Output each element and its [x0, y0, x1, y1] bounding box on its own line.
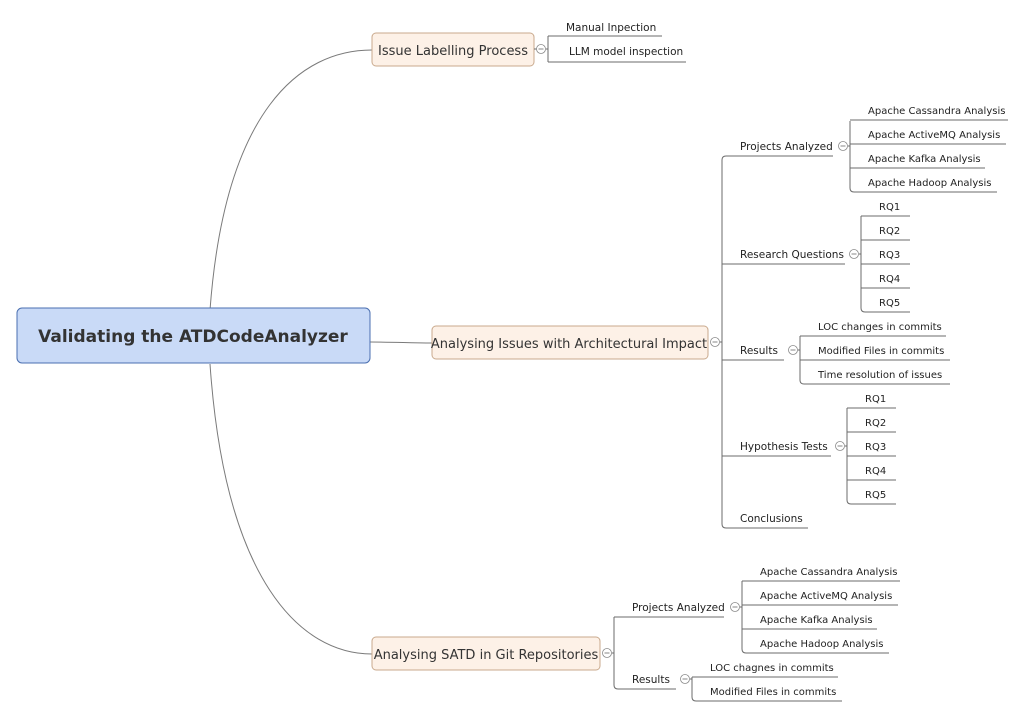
- subtopic-trunk: [612, 617, 619, 690]
- leaf-apache-cassandra-analysis[interactable]: Apache Cassandra Analysis: [760, 567, 897, 578]
- collapse-toggle[interactable]: [730, 602, 740, 612]
- leaf-rq5[interactable]: RQ5: [879, 298, 900, 309]
- subtopic-bracket: [546, 36, 549, 62]
- leaf-modified-files-in-commits[interactable]: Modified Files in commits: [818, 346, 944, 357]
- leaf-apache-hadoop-analysis[interactable]: Apache Hadoop Analysis: [760, 639, 883, 650]
- subtopic-trunk: [720, 155, 727, 529]
- leaf-rq5[interactable]: RQ5: [865, 490, 886, 501]
- leaf-time-resolution-of-issues[interactable]: Time resolution of issues: [817, 370, 942, 381]
- root-connector-architectural-impact: [369, 341, 433, 344]
- leaf-bracket: [859, 216, 866, 313]
- leaf-apache-kafka-analysis[interactable]: Apache Kafka Analysis: [760, 615, 873, 626]
- subtopic-llm-model-inspection[interactable]: LLM model inspection: [569, 46, 683, 58]
- leaf-apache-activemq-analysis[interactable]: Apache ActiveMQ Analysis: [760, 591, 892, 602]
- collapse-toggle[interactable]: [710, 337, 720, 347]
- leaf-bracket: [740, 581, 747, 654]
- leaf-bracket: [845, 408, 852, 505]
- collapse-toggle[interactable]: [849, 249, 859, 259]
- subtopic-hypothesis-tests[interactable]: Hypothesis Tests: [740, 441, 828, 453]
- leaf-rq3[interactable]: RQ3: [879, 250, 900, 261]
- root-connector-issue-labelling: [209, 49, 373, 311]
- leaf-modified-files-in-commits[interactable]: Modified Files in commits: [710, 687, 836, 698]
- collapse-toggle[interactable]: [838, 141, 848, 151]
- collapse-toggle[interactable]: [835, 441, 845, 451]
- branch-analysing-satd-git-repositories[interactable]: Analysing SATD in Git Repositories: [371, 636, 601, 671]
- branch-analysing-issues-architectural-impact[interactable]: Analysing Issues with Architectural Impa…: [431, 325, 709, 360]
- leaf-rq1[interactable]: RQ1: [865, 394, 886, 405]
- leaf-rq4[interactable]: RQ4: [879, 274, 900, 285]
- collapse-toggle[interactable]: [536, 44, 546, 54]
- leaf-rq2[interactable]: RQ2: [879, 226, 900, 237]
- leaf-apache-hadoop-analysis[interactable]: Apache Hadoop Analysis: [868, 178, 991, 189]
- leaf-rq4[interactable]: RQ4: [865, 466, 886, 477]
- leaf-bracket: [848, 121, 855, 193]
- leaf-bracket: [798, 336, 805, 385]
- branch-issue-labelling-process[interactable]: Issue Labelling Process: [371, 32, 535, 67]
- leaf-rq3[interactable]: RQ3: [865, 442, 886, 453]
- branch-label: Analysing Issues with Architectural Impa…: [431, 337, 707, 352]
- subtopic-research-questions[interactable]: Research Questions: [740, 249, 844, 261]
- branch-label: Issue Labelling Process: [378, 44, 528, 59]
- subtopic-projects-analyzed[interactable]: Projects Analyzed: [740, 141, 833, 153]
- root-title: Validating the ATDCodeAnalyzer: [38, 327, 348, 347]
- leaf-loc-changes-in-commits[interactable]: LOC changes in commits: [818, 322, 942, 333]
- root-connector-satd: [209, 363, 373, 655]
- subtopic-results[interactable]: Results: [740, 345, 778, 357]
- subtopic-results[interactable]: Results: [632, 674, 670, 686]
- collapse-toggle[interactable]: [788, 345, 798, 355]
- branch-label: Analysing SATD in Git Repositories: [374, 648, 599, 663]
- leaf-apache-kafka-analysis[interactable]: Apache Kafka Analysis: [868, 154, 981, 165]
- leaf-rq2[interactable]: RQ2: [865, 418, 886, 429]
- collapse-toggle[interactable]: [602, 648, 612, 658]
- collapse-toggle[interactable]: [680, 674, 690, 684]
- leaf-loc-chagnes-in-commits[interactable]: LOC chagnes in commits: [710, 663, 834, 674]
- leaf-rq1[interactable]: RQ1: [879, 202, 900, 213]
- leaf-apache-cassandra-analysis[interactable]: Apache Cassandra Analysis: [868, 106, 1005, 117]
- leaf-apache-activemq-analysis[interactable]: Apache ActiveMQ Analysis: [868, 130, 1000, 141]
- leaf-bracket: [690, 677, 697, 702]
- subtopic-manual-inpection[interactable]: Manual Inpection: [566, 22, 656, 34]
- subtopic-projects-analyzed[interactable]: Projects Analyzed: [632, 602, 725, 614]
- root-node[interactable]: Validating the ATDCodeAnalyzer: [16, 307, 371, 364]
- subtopic-conclusions[interactable]: Conclusions: [740, 513, 803, 525]
